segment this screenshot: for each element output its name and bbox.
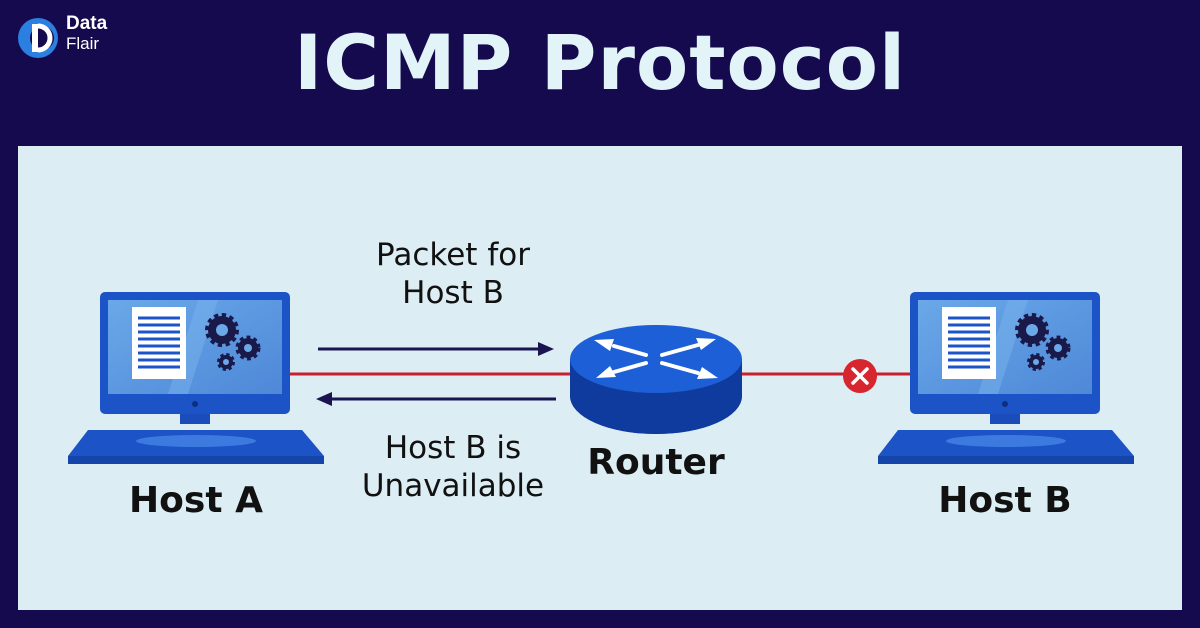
unavailable-label-line1: Host B is [384, 430, 522, 466]
page-title: ICMP Protocol [293, 18, 907, 107]
packet-label-line1: Packet for [376, 237, 530, 273]
host-b-label: Host B [938, 480, 1072, 521]
dataflair-logo: Data Flair [14, 12, 134, 62]
network-diagram [68, 292, 1134, 464]
host-a-computer [68, 292, 324, 464]
router-label: Router [587, 442, 725, 483]
packet-label: Packet for Host B [318, 236, 588, 312]
error-x-icon [843, 359, 877, 393]
logo-wordmark: Data Flair [66, 14, 107, 54]
unavailable-label: Host B is Unavailable [318, 429, 588, 505]
packet-label-line2: Host B [402, 275, 504, 311]
monitor-icon [910, 292, 1100, 424]
gear-icon [205, 313, 261, 371]
host-a-label: Host A [129, 480, 263, 521]
document-icon [942, 307, 996, 379]
logo-line1: Data [66, 13, 108, 34]
arrow-left-icon [316, 392, 556, 406]
router-icon [570, 325, 742, 434]
dataflair-logo-icon [18, 18, 58, 58]
document-icon [132, 307, 186, 379]
diagram-panel: Packet for Host B Host B is Unavailable … [18, 146, 1182, 610]
unavailable-label-line2: Unavailable [361, 468, 545, 504]
arrow-right-icon [318, 342, 554, 356]
monitor-icon [100, 292, 290, 424]
logo-line2: Flair [66, 34, 100, 53]
host-b-computer [878, 292, 1134, 464]
gear-icon [1015, 313, 1071, 371]
